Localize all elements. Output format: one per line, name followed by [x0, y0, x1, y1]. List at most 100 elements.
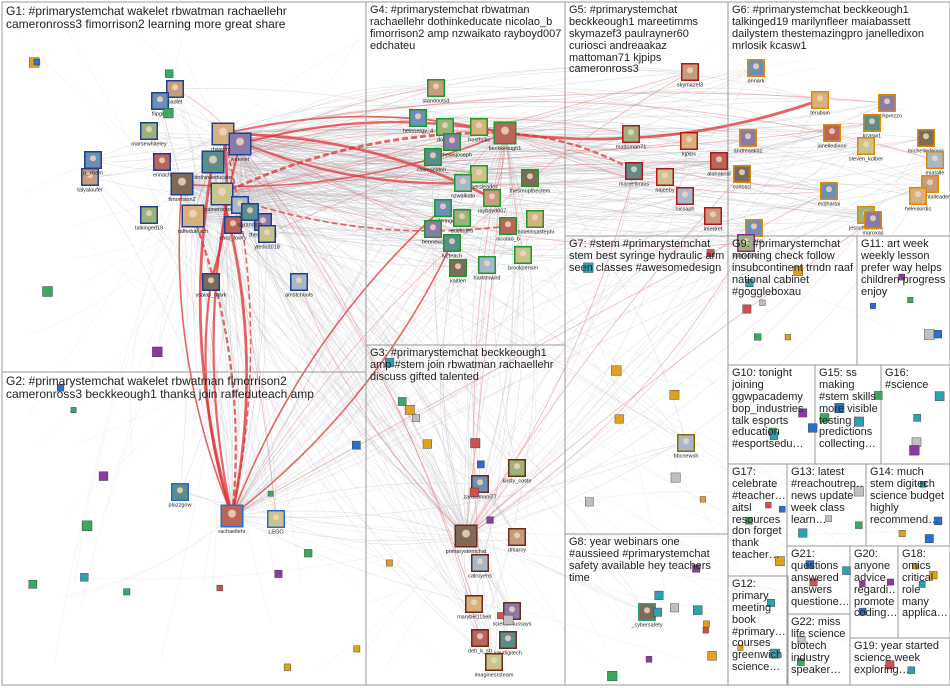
node-beckkeough1: beckkeough1	[489, 121, 521, 152]
node-label: standoutsd	[423, 99, 450, 105]
isolate-node	[583, 262, 594, 273]
node-avatar-face	[628, 129, 634, 136]
edge	[119, 271, 467, 537]
node-avatar-face	[932, 155, 938, 162]
edge	[492, 132, 518, 469]
isolate-node	[469, 487, 479, 497]
edge	[479, 132, 535, 639]
isolate-node	[703, 620, 710, 628]
edge	[192, 108, 905, 217]
isolate-node	[497, 612, 505, 620]
node-mmelissastephi: mmelissastephi	[516, 210, 554, 236]
edge	[465, 140, 690, 537]
edge	[231, 515, 685, 661]
edge	[222, 92, 888, 135]
edge	[222, 133, 687, 444]
node-avatar-face	[745, 133, 751, 140]
edge	[221, 190, 434, 230]
edge	[239, 143, 467, 537]
edge	[231, 59, 728, 517]
edge	[221, 190, 524, 256]
edge	[192, 167, 874, 221]
edge	[148, 214, 233, 517]
node-avatar-face	[520, 250, 526, 257]
isolate-node	[858, 607, 867, 616]
edge	[342, 535, 467, 545]
node-label: maroxas	[862, 231, 883, 237]
node-avatar-face	[869, 118, 875, 125]
edge	[181, 183, 932, 587]
isolate-node	[152, 346, 163, 357]
edge	[89, 176, 233, 517]
edge	[221, 140, 690, 195]
group-label-g4: G4: #primarystemchat rbwatman rachaelleh…	[370, 5, 562, 52]
isolate-node	[798, 528, 808, 538]
edge	[192, 71, 691, 217]
node-avatar-face	[247, 207, 253, 214]
edge	[181, 183, 522, 555]
edge	[221, 193, 536, 220]
edge	[192, 73, 726, 217]
edge	[465, 170, 635, 537]
node-label: p_xtram	[83, 171, 103, 177]
isolate-node	[797, 636, 806, 644]
edge	[221, 193, 234, 517]
edge	[239, 78, 693, 150]
edge	[504, 128, 919, 197]
edge	[222, 102, 888, 184]
isolate-node	[412, 414, 420, 423]
edge	[192, 215, 469, 472]
isolate-node	[304, 549, 313, 558]
edge	[191, 215, 237, 517]
edge	[221, 107, 584, 195]
node-label: terubsin	[810, 111, 830, 117]
isolate-node	[834, 403, 845, 413]
node-label: ytedu2018	[254, 245, 280, 251]
isolate-node	[404, 405, 415, 415]
node-avatar-face	[826, 186, 832, 193]
node-avatar-face	[449, 238, 455, 245]
edge	[239, 122, 873, 173]
node-label: deb_k_sb	[468, 649, 492, 655]
edge	[504, 132, 833, 153]
node-label: steven_kolber	[849, 157, 883, 163]
node-avatar-face	[686, 136, 692, 143]
node-imaginesrsteam: imaginesrsteam	[475, 653, 514, 679]
edge	[231, 207, 444, 517]
isolate-node	[707, 651, 717, 661]
node-label: claireseldon_	[417, 168, 450, 174]
node-claireseldon: claireseldon_	[417, 148, 450, 174]
edge	[465, 173, 743, 537]
edge	[221, 102, 888, 195]
node-label: kcasw1	[863, 134, 881, 140]
edge	[181, 183, 509, 641]
edge	[231, 515, 345, 519]
edge	[222, 125, 931, 185]
edge	[174, 88, 233, 517]
edge	[231, 228, 434, 517]
edge	[212, 161, 459, 269]
isolate-node	[809, 578, 818, 587]
isolate-node	[793, 266, 803, 276]
edge	[504, 132, 823, 158]
edge	[465, 535, 497, 663]
node-avatar-face	[683, 438, 689, 445]
node-avatar-face	[662, 172, 668, 179]
node-helenkirdis: helenkirdis	[905, 187, 931, 213]
node-label: frosthcks	[468, 138, 490, 144]
edge	[63, 515, 233, 597]
edge	[222, 133, 464, 185]
node-avatar-face	[433, 83, 439, 90]
edge	[231, 242, 453, 517]
edge	[231, 87, 437, 517]
edge	[231, 163, 344, 517]
node-avatar-face	[514, 463, 520, 470]
node-label: rayboyd007	[478, 209, 507, 215]
node-rayboyd007: rayboyd007	[478, 189, 507, 215]
node-label: kevdigitech	[494, 651, 522, 657]
node-avatar-face	[189, 209, 197, 218]
edge	[231, 177, 531, 517]
isolate-node	[353, 645, 361, 653]
isolate-node	[913, 414, 921, 422]
node-standoutsd: standoutsd	[423, 79, 450, 105]
